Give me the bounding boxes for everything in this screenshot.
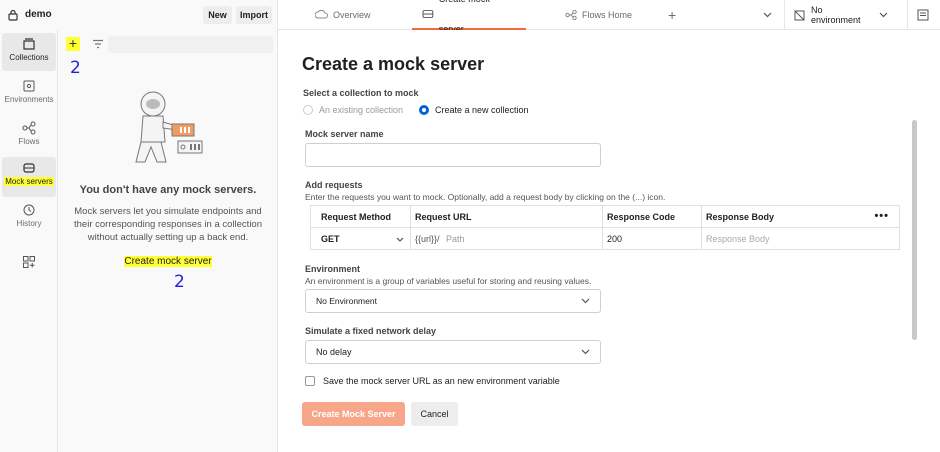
add-requests-description: Enter the requests you want to mock. Opt… xyxy=(305,192,666,202)
mock-server-name-input[interactable] xyxy=(305,143,601,167)
rail-item-environments[interactable]: Environments xyxy=(2,75,56,113)
more-options-icon[interactable]: ••• xyxy=(874,210,889,222)
rail-item-history[interactable]: History xyxy=(2,199,56,237)
save-url-checkbox-row[interactable]: Save the mock server URL as an new envir… xyxy=(305,376,560,386)
rail-label: Mock servers xyxy=(4,177,54,186)
annotation-number-2: 2 xyxy=(70,58,81,78)
workspace-name[interactable]: demo xyxy=(25,9,52,20)
rail-label: Environments xyxy=(4,95,54,104)
annotation-number-2: 2 xyxy=(174,272,185,292)
create-mock-server-link[interactable]: Create mock server xyxy=(124,256,212,267)
mock-server-name-label: Mock server name xyxy=(305,129,384,139)
no-environment-icon xyxy=(794,10,805,20)
rail-item-mock-servers[interactable]: Mock servers xyxy=(2,157,56,197)
flows-icon xyxy=(22,121,36,135)
divider xyxy=(784,0,785,30)
radio-circle-selected xyxy=(419,105,429,115)
radio-label: Create a new collection xyxy=(435,105,529,115)
rail-label: Collections xyxy=(9,53,49,62)
radio-label: An existing collection xyxy=(319,105,404,115)
chevron-down-icon xyxy=(879,12,888,18)
empty-state-description-2: their corresponding responses in a colle… xyxy=(74,219,262,230)
checkbox-label: Save the mock server URL as an new envir… xyxy=(323,376,560,386)
tab-create-mock-server[interactable]: Create mock server xyxy=(412,0,526,34)
tab-label: Overview xyxy=(333,10,371,20)
environment-selector[interactable]: No environment xyxy=(794,0,888,30)
rail-label: Flows xyxy=(18,137,40,146)
sidebar-rail xyxy=(0,30,58,452)
environment-description: An environment is a group of variables u… xyxy=(305,276,592,286)
mock-server-icon xyxy=(422,10,434,18)
create-mock-server-plus-button[interactable]: + xyxy=(66,36,80,51)
chevron-down-icon xyxy=(396,237,404,242)
rail-item-flows[interactable]: Flows xyxy=(2,117,56,155)
create-mock-server-button[interactable]: Create Mock Server xyxy=(302,402,405,426)
history-icon xyxy=(23,204,35,216)
column-header: Request URL xyxy=(410,205,603,228)
request-url-input[interactable]: {{url}}/ Path xyxy=(410,227,603,250)
column-header: Response Code xyxy=(602,205,702,228)
environment-select-value: No Environment xyxy=(316,296,377,306)
rail-item-collections[interactable]: Collections xyxy=(2,33,56,71)
empty-state-description-3: without actually setting up a back end. xyxy=(87,232,249,243)
response-code-input[interactable]: 200 xyxy=(602,227,702,250)
chevron-down-icon xyxy=(581,298,590,304)
method-value: GET xyxy=(321,233,340,244)
table-header-row: Request Method Request URL Response Code… xyxy=(310,205,900,228)
collections-icon xyxy=(23,38,35,50)
request-method-select[interactable]: GET xyxy=(310,227,411,250)
tab-label: Flows Home xyxy=(582,10,633,20)
search-box[interactable] xyxy=(108,36,273,53)
table-row: GET {{url}}/ Path 200 Response Body xyxy=(310,227,900,250)
environment-label: No environment xyxy=(811,5,861,25)
tab-flows-home[interactable]: Flows Home xyxy=(555,0,642,30)
tab-overview[interactable]: Overview xyxy=(305,0,381,30)
url-placeholder: Path xyxy=(446,233,465,244)
response-body-input[interactable]: Response Body xyxy=(706,233,770,244)
mock-server-icon xyxy=(23,163,35,173)
rail-label: History xyxy=(16,219,42,228)
network-delay-select[interactable]: No delay xyxy=(305,340,601,364)
tab-label: Create mock server xyxy=(438,0,490,34)
radio-new-collection[interactable]: Create a new collection xyxy=(419,105,529,115)
url-prefix: {{url}}/ xyxy=(415,233,440,244)
mock-servers-panel xyxy=(58,30,278,452)
radio-existing-collection[interactable]: An existing collection xyxy=(303,105,403,115)
add-requests-label: Add requests xyxy=(305,180,363,190)
network-delay-value: No delay xyxy=(316,347,352,357)
chevron-down-icon xyxy=(581,349,590,355)
create-mock-server-link-wrap: Create mock server xyxy=(58,256,278,267)
environment-quick-look-icon[interactable] xyxy=(917,9,929,23)
cancel-button[interactable]: Cancel xyxy=(411,402,458,426)
select-collection-label: Select a collection to mock xyxy=(303,88,419,98)
lock-icon xyxy=(8,9,18,23)
empty-state-description-1: Mock servers let you simulate endpoints … xyxy=(74,206,262,217)
environments-icon xyxy=(23,80,35,92)
column-header: Request Method xyxy=(310,205,411,228)
network-delay-label: Simulate a fixed network delay xyxy=(305,326,437,336)
filter-icon[interactable] xyxy=(92,39,104,51)
column-header: Response Body xyxy=(706,211,775,222)
response-body-header-cell: Response Body ••• xyxy=(702,206,900,228)
configure-sidebar-icon[interactable] xyxy=(22,255,36,271)
scrollbar-thumb[interactable] xyxy=(912,120,917,340)
checkbox[interactable] xyxy=(305,376,315,386)
environment-label: Environment xyxy=(305,264,361,274)
environment-select[interactable]: No Environment xyxy=(305,289,601,313)
astronaut-illustration xyxy=(135,91,203,163)
divider xyxy=(907,0,908,30)
workspace-header: demo New Import xyxy=(0,0,278,30)
plus-icon[interactable]: + xyxy=(668,7,677,23)
requests-table: Request Method Request URL Response Code… xyxy=(310,205,900,250)
empty-state-title: You don't have any mock servers. xyxy=(79,184,257,196)
overview-icon xyxy=(315,10,328,19)
flows-icon xyxy=(565,10,577,20)
import-button[interactable]: Import xyxy=(236,6,272,24)
new-button[interactable]: New xyxy=(203,6,232,24)
page-title: Create a mock server xyxy=(302,54,485,74)
radio-circle xyxy=(303,105,313,115)
chevron-down-icon[interactable] xyxy=(763,10,772,20)
